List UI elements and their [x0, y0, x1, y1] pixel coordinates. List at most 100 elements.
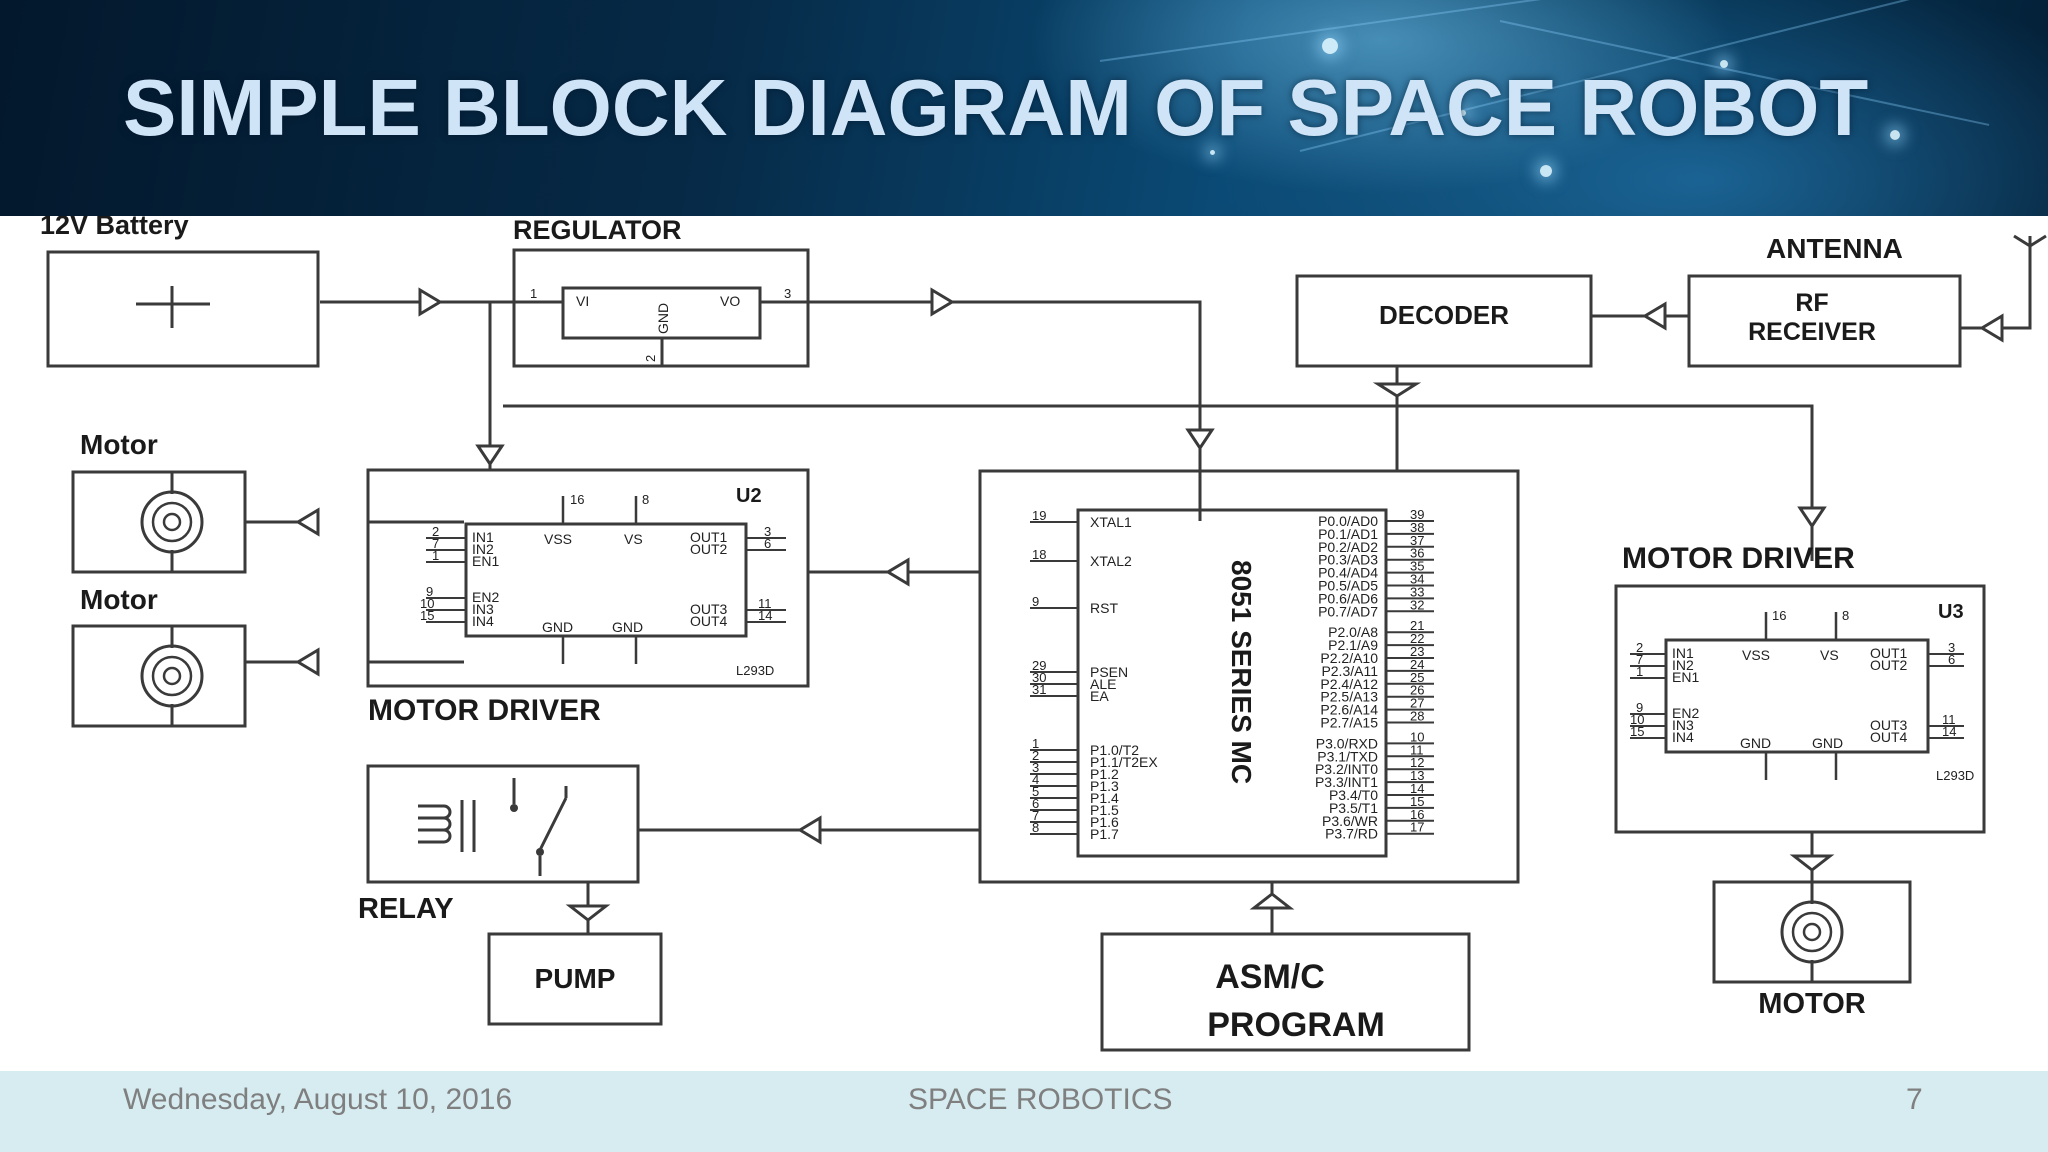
arrow-down: [1372, 382, 1422, 398]
program-label-2: PROGRAM: [1207, 1006, 1385, 1044]
relay-coil-icon: [418, 804, 452, 844]
arrow-up: [1249, 892, 1295, 910]
regulator-pin3: 3: [784, 286, 791, 301]
pin-num: 9: [426, 584, 433, 599]
mcu-pin-name: P0.5/AD5: [1318, 578, 1378, 594]
mcu-pin-name: P3.7/RD: [1325, 826, 1378, 842]
arrow-down: [1789, 854, 1835, 872]
pin-label: OUT4: [690, 613, 728, 629]
motor-driver-u2: MOTOR DRIVER U2 L293D 16 8 IN1 IN2 EN1 E…: [366, 468, 810, 727]
pin-label: IN2: [472, 541, 494, 557]
mcu-pin-number: 21: [1410, 618, 1424, 633]
rf-receiver-block: ANTENNA RF RECEIVER: [1687, 233, 2047, 368]
mcu-pin-number: 10: [1410, 729, 1424, 744]
sparkle: [1460, 110, 1466, 116]
pin-label: OUT3: [1870, 717, 1908, 733]
pin-num: 3: [1948, 640, 1955, 655]
mcu-pin-number: 14: [1410, 781, 1424, 796]
mcu-pin-number: 18: [1032, 547, 1046, 562]
mcu-pin-number: 6: [1032, 796, 1039, 811]
mcu-pin-name: P3.2/INT0: [1315, 761, 1378, 777]
block-diagram: 12V Battery REGULATOR VI VO GND 1 2 3 DE…: [40, 216, 2047, 1052]
mcu-pin-number: 3: [1032, 760, 1039, 775]
motor-3-label: MOTOR: [1758, 988, 1865, 1020]
pin-label: IN1: [1672, 645, 1694, 661]
regulator-pin2: 2: [643, 355, 658, 362]
motor-driver-u2-label: MOTOR DRIVER: [368, 694, 601, 727]
pin-label: IN1: [472, 529, 494, 545]
mcu-pin-number: 22: [1410, 631, 1424, 646]
motor-3-block: MOTOR: [1712, 880, 1912, 1020]
pin-num: 2: [432, 524, 439, 539]
mcu-pin-name: RST: [1090, 600, 1118, 616]
mcu-pin-name: P1.3: [1090, 778, 1119, 794]
motor-driver-u2-ref: U2: [736, 485, 762, 507]
mcu-pin-name: P1.5: [1090, 802, 1119, 818]
rf-receiver-label-1: RF: [1795, 289, 1828, 317]
pin-label: VS: [624, 531, 643, 547]
mcu-pin-number: 36: [1410, 546, 1424, 561]
pin-label: IN3: [472, 601, 494, 617]
mcu-pin-number: 27: [1410, 696, 1424, 711]
mcu-pin-name: P0.3/AD3: [1318, 552, 1378, 568]
pin-label: VS: [1820, 647, 1839, 663]
pin-label: GND: [1740, 735, 1771, 751]
program-label-1: ASM/C: [1215, 958, 1325, 996]
pin-label: IN4: [1672, 729, 1694, 745]
mcu-pin-name: P3.3/INT1: [1315, 774, 1378, 790]
arrow-left: [885, 557, 910, 587]
mcu-pin-number: 1: [1032, 736, 1039, 751]
program-block: ASM/C PROGRAM: [1100, 932, 1471, 1052]
motor-2-label: Motor: [80, 584, 158, 615]
decoder-label: DECODER: [1379, 300, 1509, 330]
footer-date: Wednesday, August 10, 2016: [123, 1083, 513, 1116]
motor-2-block: Motor: [71, 584, 300, 728]
title-banner: SIMPLE BLOCK DIAGRAM OF SPACE ROBOT: [0, 0, 2048, 216]
pin-num: 10: [1630, 712, 1644, 727]
motor-icon: [140, 490, 204, 554]
sparkle: [1720, 60, 1728, 68]
pin-label: EN2: [472, 589, 499, 605]
mcu-pin-number: 31: [1032, 682, 1046, 697]
mcu-pin-name: P2.5/A13: [1320, 689, 1378, 705]
mcu-pin-name: P0.7/AD7: [1318, 603, 1378, 619]
mcu-pin-name: P2.1/A9: [1328, 637, 1378, 653]
slide-title: SIMPLE BLOCK DIAGRAM OF SPACE ROBOT: [123, 63, 1869, 152]
pin-label: OUT2: [690, 541, 728, 557]
pin-label: OUT3: [690, 601, 728, 617]
pin-label: IN2: [1672, 657, 1694, 673]
mcu-pin-number: 26: [1410, 683, 1424, 698]
sparkle: [1322, 38, 1338, 54]
mcu-pin-number: 5: [1032, 784, 1039, 799]
arrow-left: [1979, 313, 2004, 343]
mcu-pin-number: 39: [1410, 507, 1424, 522]
mcu-pin-number: 12: [1410, 755, 1424, 770]
mcu-pin-name: P2.6/A14: [1320, 702, 1378, 718]
pin-label: EN1: [1672, 669, 1699, 685]
pin-num: 15: [1630, 724, 1644, 739]
pin-num: 11: [1942, 712, 1956, 727]
arrow-down: [1797, 506, 1827, 529]
pin-label: EN1: [472, 553, 499, 569]
pin-label: OUT1: [690, 529, 728, 545]
mcu-pin-number: 4: [1032, 772, 1039, 787]
mcu-pin-number: 13: [1410, 768, 1424, 783]
sparkle: [1890, 130, 1900, 140]
mcu-pin-number: 32: [1410, 597, 1424, 612]
arrow-left: [295, 507, 320, 537]
pin-label: OUT2: [1870, 657, 1908, 673]
mcu-pin-number: 34: [1410, 572, 1424, 587]
footer-title: SPACE ROBOTICS: [908, 1083, 1173, 1116]
arrow-right: [930, 287, 955, 317]
pin-num: 16: [570, 492, 584, 507]
mcu-pin-name: P1.7: [1090, 826, 1119, 842]
mcu-pin-number: 11: [1410, 742, 1424, 757]
mcu-pin-name: P2.7/A15: [1320, 715, 1378, 731]
mcu-pin-name: P0.0/AD0: [1318, 513, 1378, 529]
regulator-block: REGULATOR VI VO GND 1 2 3: [512, 216, 810, 368]
motor-icon: [1780, 900, 1844, 964]
regulator-label: REGULATOR: [513, 216, 682, 245]
regulator-vo: VO: [720, 293, 740, 309]
mcu-pin-number: 33: [1410, 584, 1424, 599]
